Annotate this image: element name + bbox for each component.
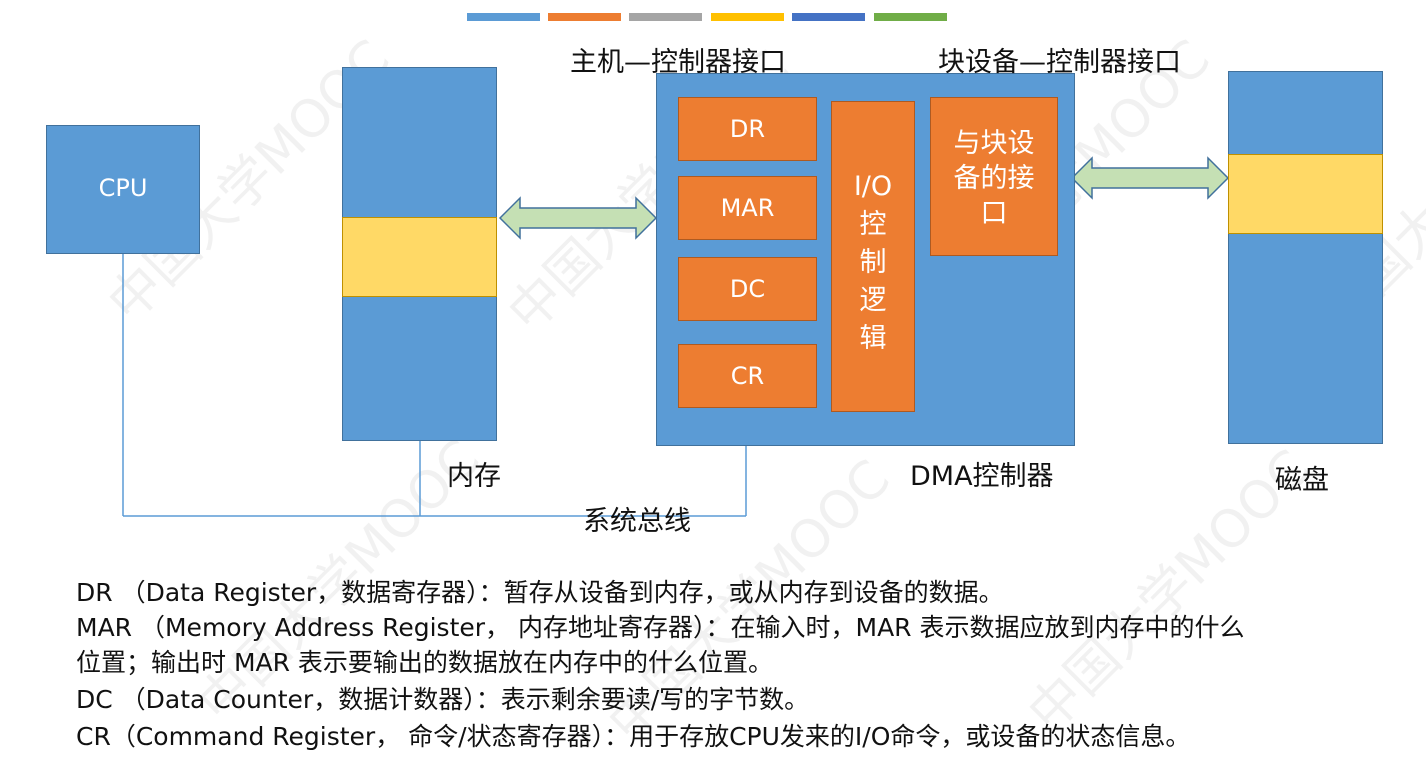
io-logic-line-2: 控 — [859, 209, 887, 240]
device-disk-arrow — [1070, 156, 1230, 200]
cr-label: CR — [730, 362, 765, 390]
dr-register: DR — [678, 97, 817, 161]
stripe-yellow — [711, 13, 784, 21]
note-mar: MAR （Memory Address Register， 内存地址寄存器）：在… — [76, 613, 1245, 642]
memory-buffer — [342, 217, 497, 297]
io-logic-line-5: 辑 — [859, 323, 887, 354]
cr-register: CR — [678, 344, 817, 408]
disk-buffer — [1228, 154, 1383, 234]
stripe-gray — [629, 13, 702, 21]
io-control-logic: I/O 控 制 逻 辑 — [831, 101, 915, 412]
system-bus-caption: 系统总线 — [583, 506, 691, 537]
note-mar-continued: 位置；输出时 MAR 表示要输出的数据放在内存中的什么位置。 — [76, 648, 773, 677]
dc-label: DC — [729, 275, 766, 303]
cpu-block: CPU — [46, 125, 200, 254]
io-logic-line-3: 制 — [859, 247, 887, 278]
device-interface-line-3: 口 — [980, 198, 1008, 229]
stripe-orange — [548, 13, 621, 21]
device-interface-line-2: 备的接 — [953, 163, 1035, 194]
device-interface: 与块设 备的接 口 — [930, 97, 1058, 256]
block-interface-caption: 块设备—控制器接口 — [938, 47, 1181, 78]
memory-caption: 内存 — [447, 461, 501, 492]
io-logic-line-4: 逻 — [859, 285, 887, 316]
disk-caption: 磁盘 — [1275, 465, 1329, 496]
disk-block — [1228, 71, 1383, 444]
dr-label: DR — [729, 115, 766, 143]
cpu-label: CPU — [98, 173, 148, 202]
stripe-green — [874, 13, 947, 21]
system-bus-lines — [122, 254, 747, 517]
note-dc: DC （Data Counter，数据计数器）：表示剩余要读/写的字节数。 — [76, 685, 810, 714]
mar-register: MAR — [678, 176, 817, 240]
host-interface-caption: 主机—控制器接口 — [570, 47, 786, 78]
stripe-blue — [467, 13, 540, 21]
stripe-dark-blue — [792, 13, 865, 21]
note-dr: DR （Data Register，数据寄存器）：暂存从设备到内存，或从内存到设… — [76, 578, 1004, 607]
dma-caption: DMA控制器 — [910, 461, 1054, 492]
device-interface-line-1: 与块设 — [953, 128, 1035, 159]
dc-register: DC — [678, 257, 817, 321]
note-cr: CR（Command Register， 命令/状态寄存器）：用于存放CPU发来… — [76, 722, 1191, 751]
mar-label: MAR — [720, 194, 775, 222]
io-logic-line-1: I/O — [853, 171, 893, 202]
memory-dma-arrow — [498, 196, 658, 240]
